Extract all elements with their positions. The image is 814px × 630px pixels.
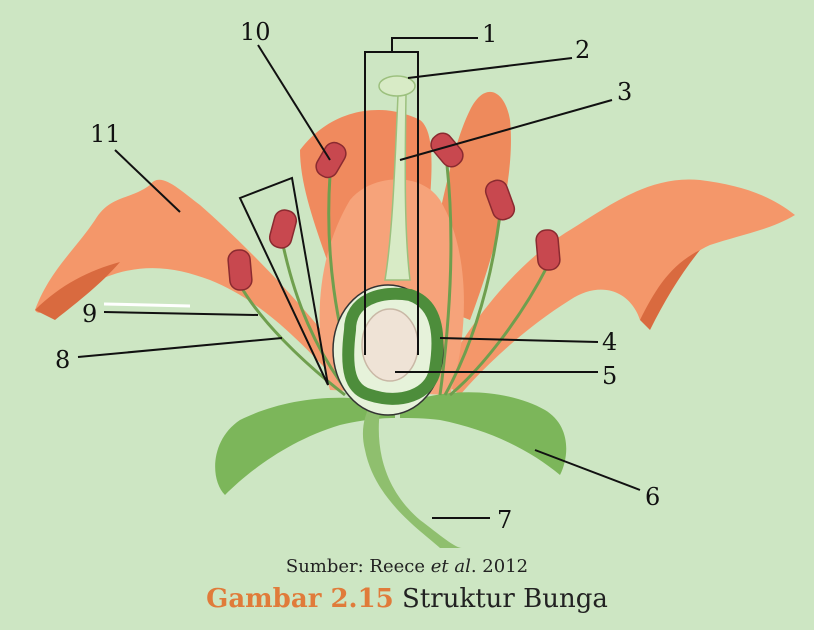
label-2: 2 <box>575 36 590 64</box>
petal-left-shade <box>35 262 120 320</box>
anther <box>484 179 516 221</box>
anther <box>268 209 298 249</box>
label-11: 11 <box>90 120 121 148</box>
ovary-wall <box>342 287 444 405</box>
leaf-right <box>400 392 567 475</box>
anther <box>227 249 253 291</box>
figure-caption: Gambar 2.15 Struktur Bunga <box>0 584 814 614</box>
stem <box>362 405 462 548</box>
leaf-left <box>215 397 395 495</box>
leader-line <box>103 311 259 316</box>
leader-line <box>439 337 599 343</box>
leader-line <box>407 57 573 79</box>
label-1: 1 <box>482 20 497 48</box>
petal-right-shade <box>640 250 700 330</box>
label-8: 8 <box>55 346 70 374</box>
leader-lines <box>103 44 641 519</box>
label-9: 9 <box>82 300 97 328</box>
label-4: 4 <box>602 328 617 356</box>
leader-line <box>114 149 181 213</box>
stamen-bracket <box>77 176 329 386</box>
label-5: 5 <box>602 362 617 390</box>
anther <box>430 132 464 168</box>
leader-line <box>399 99 613 161</box>
filament <box>443 214 502 396</box>
label-3: 3 <box>617 78 632 106</box>
label-6: 6 <box>645 483 660 511</box>
leader-line <box>534 449 641 491</box>
petal-right <box>440 179 795 395</box>
source-italic: et al <box>430 556 471 577</box>
pistil-bracket <box>364 37 478 355</box>
petal-left <box>35 179 345 390</box>
label-10: 10 <box>240 18 271 46</box>
figure-source: Sumber: Reece et al. 2012 <box>0 556 814 577</box>
filament <box>449 264 550 397</box>
filament <box>438 164 453 396</box>
figure-title: Struktur Bunga <box>402 584 608 614</box>
anthers <box>227 132 561 291</box>
figure-number: Gambar 2.15 <box>206 584 394 614</box>
leader-line <box>257 44 331 161</box>
label-7: 7 <box>497 506 512 534</box>
filament <box>238 284 346 397</box>
anther <box>535 229 561 271</box>
style <box>384 94 411 281</box>
source-prefix: Sumber: Reece <box>285 556 426 577</box>
highlight-line <box>103 302 191 308</box>
ovule <box>361 308 419 382</box>
stigma <box>378 75 416 97</box>
source-suffix: . 2012 <box>470 556 529 577</box>
